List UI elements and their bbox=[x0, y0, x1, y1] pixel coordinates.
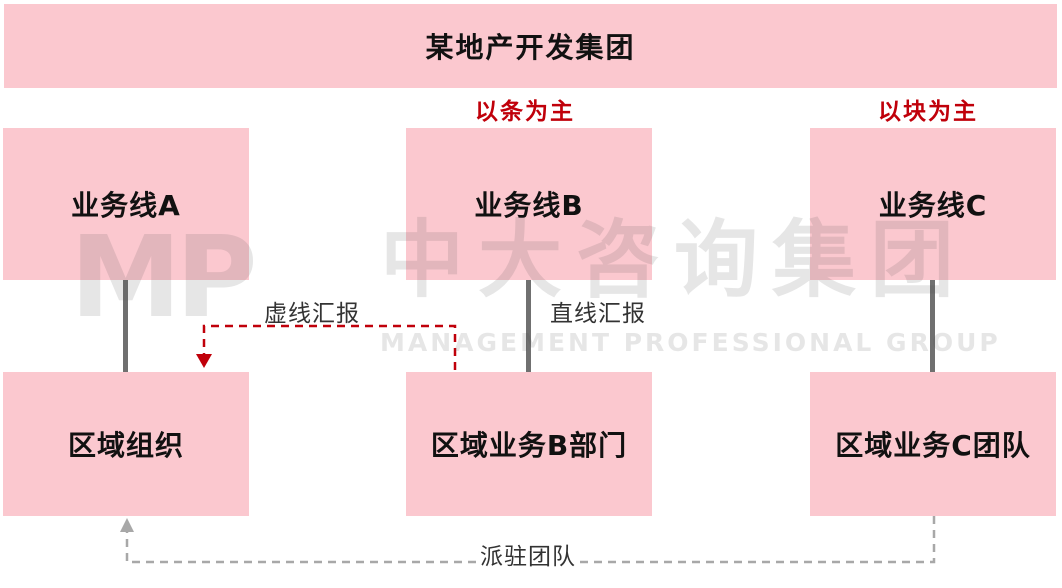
business-line-c-box: 业务线C bbox=[810, 128, 1056, 280]
business-line-b-label: 业务线B bbox=[474, 189, 584, 222]
dotted-report-arrowhead bbox=[196, 354, 212, 368]
dispatch-team-label: 派驻团队 bbox=[478, 537, 578, 571]
solid-report-label: 直线汇报 bbox=[550, 301, 646, 327]
connector-line-a bbox=[123, 280, 128, 372]
regional-c-team-label: 区域业务C团队 bbox=[835, 429, 1031, 462]
tag-regional-dominant: 以块为主 bbox=[878, 98, 978, 125]
tag-vertical-dominant: 以条为主 bbox=[475, 98, 575, 125]
dotted-report-label: 虚线汇报 bbox=[264, 301, 360, 327]
business-line-a-box: 业务线A bbox=[3, 128, 249, 280]
group-title-box: 某地产开发集团 bbox=[4, 4, 1057, 88]
connector-line-b bbox=[526, 280, 531, 372]
regional-b-dept-label: 区域业务B部门 bbox=[430, 429, 628, 462]
business-line-c-label: 业务线C bbox=[878, 189, 988, 222]
group-title: 某地产开发集团 bbox=[425, 31, 636, 64]
business-line-a-label: 业务线A bbox=[71, 189, 181, 222]
connector-line-c bbox=[930, 280, 935, 372]
regional-b-dept-box: 区域业务B部门 bbox=[406, 372, 652, 516]
dotted-report-arrow bbox=[202, 324, 457, 370]
regional-org-label: 区域组织 bbox=[67, 429, 184, 462]
dispatch-arrowhead bbox=[120, 518, 134, 532]
regional-org-box: 区域组织 bbox=[3, 372, 249, 516]
business-line-b-box: 业务线B bbox=[406, 128, 652, 280]
regional-c-team-box: 区域业务C团队 bbox=[810, 372, 1056, 516]
